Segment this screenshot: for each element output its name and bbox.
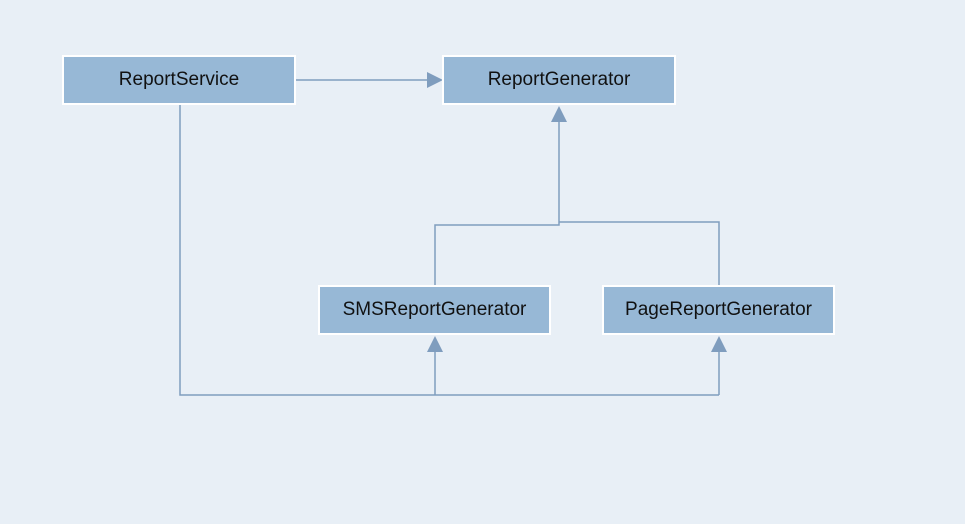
node-report-service[interactable]: ReportService [62,55,296,105]
arrowhead-sms-bottom [427,336,443,352]
node-report-generator[interactable]: ReportGenerator [442,55,676,105]
node-label: PageReportGenerator [625,299,812,320]
arrowhead-reportgenerator-bottom [551,106,567,122]
node-label: ReportService [118,69,240,90]
edge-sms-to-reportgenerator [434,122,560,285]
node-page-report-generator[interactable]: PageReportGenerator [602,285,835,335]
arrowhead-page-bottom [711,336,727,352]
arrowhead-reportgenerator-left [427,72,443,88]
node-label: ReportGenerator [487,69,631,90]
edge-reportservice-bus [179,105,719,396]
edge-page-to-reportgenerator [559,221,720,285]
node-sms-report-generator[interactable]: SMSReportGenerator [318,285,551,335]
node-label: SMSReportGenerator [342,299,527,320]
